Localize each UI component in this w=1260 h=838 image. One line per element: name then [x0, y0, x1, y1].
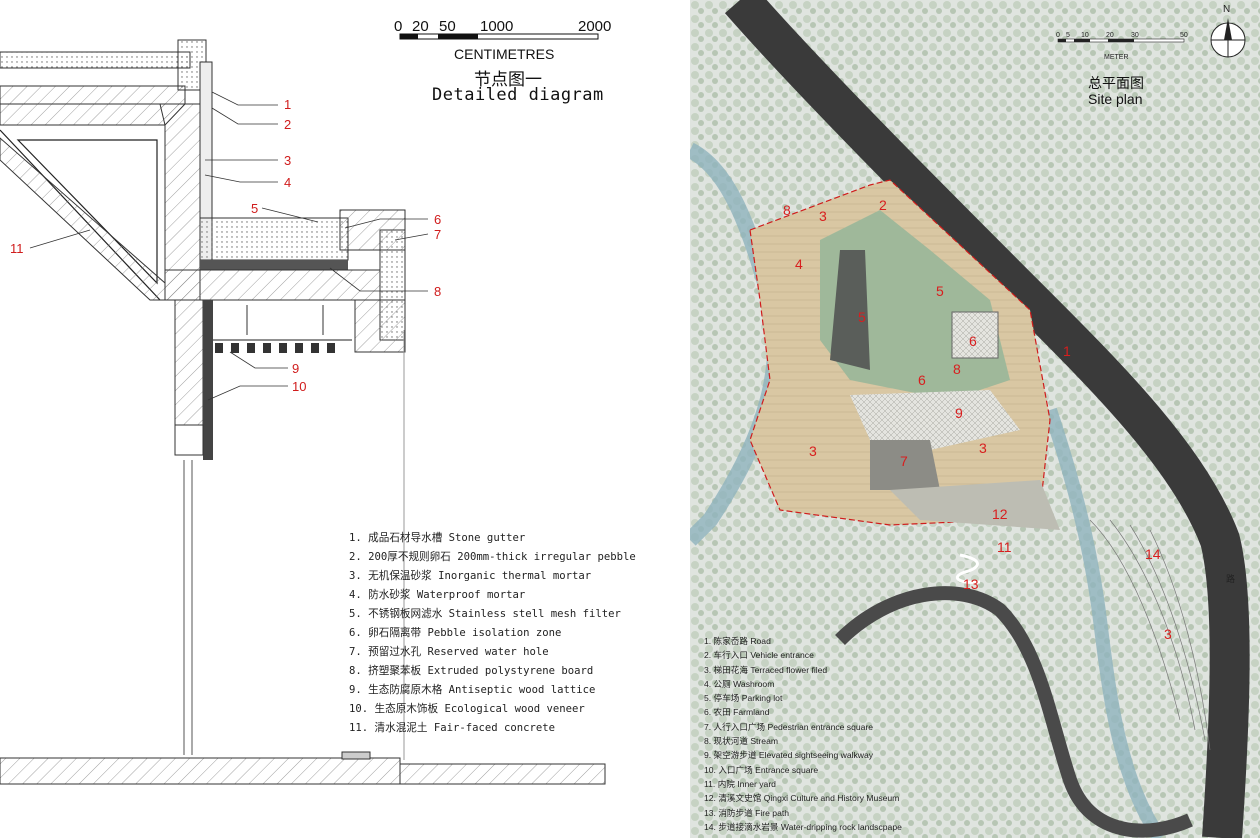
legend-item: 5. 停车场 Parking lot	[704, 693, 783, 704]
scale-tick-2000: 2000	[578, 18, 612, 35]
callout-1: 1	[284, 97, 292, 112]
callout-11: 11	[10, 241, 24, 256]
scale-tick-20: 20	[412, 18, 429, 35]
sp-scale-tick-50: 50	[1180, 32, 1188, 39]
sp-scale-tick-20: 20	[1106, 32, 1114, 39]
callout-7: 7	[434, 227, 442, 242]
callout-3: 3	[284, 153, 292, 168]
legend-item: 2. 200厚不规则卵石 200mm-thick irregular pebbl…	[349, 551, 636, 563]
legend-item: 9. 架空游步道 Elevated sightseeing walkway	[704, 750, 874, 761]
sp-scale-tick-10: 10	[1081, 32, 1089, 39]
map-label-8: 8	[783, 202, 791, 218]
site-plan-title-en: Site plan	[1088, 91, 1143, 107]
map-label-4: 4	[795, 256, 803, 272]
legend-item: 9. 生态防腐原木格 Antiseptic wood lattice	[349, 684, 596, 696]
section-drawing	[0, 33, 606, 785]
callout-9: 9	[292, 361, 300, 376]
map-label-6: 6	[969, 333, 977, 349]
map-label-13: 13	[963, 576, 979, 592]
map-label-3b: 3	[809, 443, 817, 459]
sp-scale-tick-0: 0	[1056, 32, 1060, 39]
road-label: 路	[1226, 575, 1236, 585]
detail-title-cn: 节点图一	[474, 70, 542, 90]
legend-item: 4. 公厕 Washroom	[704, 678, 775, 689]
legend-item: 6. 农田 Farmland	[704, 707, 770, 718]
legend-item: 7. 人行入口广场 Pedestrian entrance square	[704, 721, 874, 732]
sp-scale-tick-30: 30	[1131, 32, 1139, 39]
map-label-12: 12	[992, 506, 1008, 522]
site-plan-map	[690, 0, 1260, 838]
map-label-6b: 6	[918, 372, 926, 388]
legend-item: 8. 现状河道 Stream	[704, 736, 779, 747]
map-label-11: 11	[997, 539, 1012, 555]
detail-diagram-panel: 0 20 50 1000 2000 CENTIMETRES 节点图一 Detai…	[0, 18, 636, 785]
scale-tick-50: 50	[439, 18, 456, 35]
legend-item: 4. 防水砂浆 Waterproof mortar	[349, 589, 526, 601]
legend-item: 10. 入口广场 Entrance square	[704, 764, 819, 775]
map-label-1: 1	[1063, 343, 1071, 359]
callout-4: 4	[284, 175, 292, 190]
detail-title-en: Detailed diagram	[432, 85, 604, 105]
sp-scale-unit: METER	[1104, 54, 1129, 61]
legend-item: 8. 挤塑聚苯板 Extruded polystyrene board	[349, 665, 594, 677]
map-label-14: 14	[1145, 546, 1161, 562]
callout-5: 5	[251, 201, 259, 216]
map-label-5b: 5	[858, 309, 866, 325]
map-label-8b: 8	[953, 361, 961, 377]
legend-item: 12. 清溪文史馆 Qingxi Culture and History Mus…	[704, 793, 900, 804]
map-label-3c: 3	[979, 440, 987, 456]
map-label-5: 5	[936, 283, 944, 299]
legend-item: 3. 无机保温砂浆 Inorganic thermal mortar	[349, 570, 592, 582]
legend-item: 2. 车行入口 Vehicle entrance	[704, 650, 814, 661]
map-label-3d: 3	[1164, 626, 1172, 642]
scale-tick-1000: 1000	[480, 18, 514, 35]
north-arrow-label: N	[1223, 4, 1231, 15]
legend-item: 7. 预留过水孔 Reserved water hole	[349, 646, 549, 658]
scale-unit: CENTIMETRES	[454, 46, 555, 62]
legend-item: 1. 成品石材导水槽 Stone gutter	[349, 532, 526, 544]
scale-tick-0: 0	[394, 18, 403, 35]
legend-item: 13. 消防步道 Fire path	[704, 807, 790, 818]
site-plan-panel: N 0 5 10 20 30 50 METER 总平面图 Site plan 路…	[690, 0, 1260, 838]
map-label-3: 3	[819, 208, 827, 224]
legend-item: 10. 生态原木饰板 Ecological wood veneer	[349, 703, 585, 715]
site-plan-legend: 1. 陈家岙路 Road 2. 车行入口 Vehicle entrance 3.…	[704, 635, 902, 835]
callout-8: 8	[434, 284, 442, 299]
sp-scale-tick-5: 5	[1066, 32, 1070, 39]
map-label-7: 7	[900, 453, 908, 469]
legend-item: 6. 卵石隔离带 Pebble isolation zone	[349, 627, 562, 639]
callout-10: 10	[292, 379, 307, 394]
site-plan-title-cn: 总平面图	[1088, 76, 1144, 92]
legend-item: 14. 步道接滴水岩景 Water-dripping rock landscpa…	[704, 821, 902, 832]
legend-item: 3. 梯田花海 Terraced flower filed	[704, 664, 828, 675]
detail-legend: 1. 成品石材导水槽 Stone gutter 2. 200厚不规则卵石 200…	[349, 530, 636, 739]
callout-6: 6	[434, 212, 442, 227]
map-label-2: 2	[879, 197, 887, 213]
legend-item: 1. 陈家岙路 Road	[704, 636, 771, 646]
legend-item: 11. 清水混泥土 Fair-faced concrete	[349, 722, 556, 734]
legend-item: 5. 不锈钢板网滤水 Stainless stell mesh filter	[349, 608, 621, 620]
map-label-9: 9	[955, 405, 963, 421]
callout-2: 2	[284, 117, 292, 132]
legend-item: 11. 内院 Inner yard	[704, 778, 776, 789]
